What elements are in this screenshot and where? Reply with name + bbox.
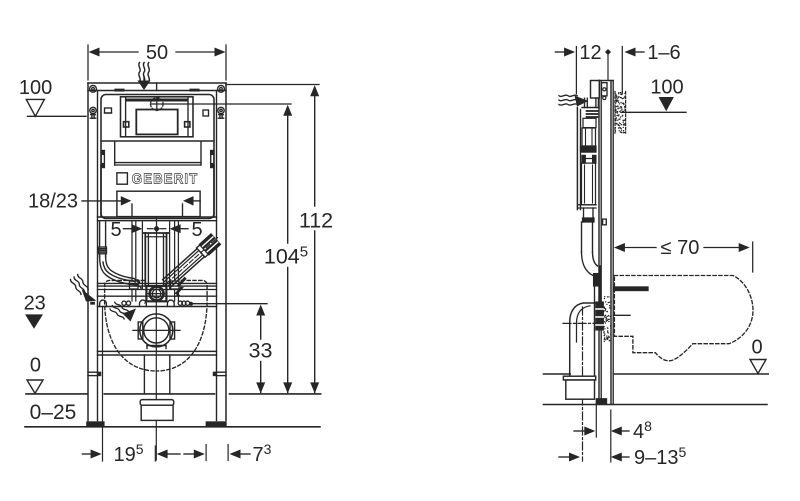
- svg-text:1–6: 1–6: [647, 42, 680, 64]
- svg-text:50: 50: [146, 42, 168, 64]
- svg-text:73: 73: [253, 441, 272, 466]
- svg-text:100: 100: [19, 77, 52, 99]
- svg-text:GEBERIT: GEBERIT: [132, 171, 199, 188]
- svg-text:0: 0: [751, 337, 762, 359]
- svg-text:18/23: 18/23: [28, 191, 78, 213]
- svg-text:112: 112: [299, 209, 333, 233]
- svg-text:12: 12: [579, 42, 601, 64]
- svg-text:33: 33: [249, 339, 273, 363]
- svg-text:5: 5: [191, 219, 202, 241]
- svg-text:5: 5: [110, 219, 121, 241]
- svg-text:0–25: 0–25: [30, 401, 77, 424]
- svg-text:1045: 1045: [264, 244, 308, 269]
- svg-text:9–135: 9–135: [634, 444, 687, 469]
- svg-text:≤ 70: ≤ 70: [661, 237, 700, 259]
- svg-text:195: 195: [113, 441, 143, 466]
- svg-text:23: 23: [24, 293, 46, 315]
- svg-text:0: 0: [30, 355, 41, 377]
- svg-text:100: 100: [650, 77, 683, 99]
- svg-text:48: 48: [633, 418, 652, 443]
